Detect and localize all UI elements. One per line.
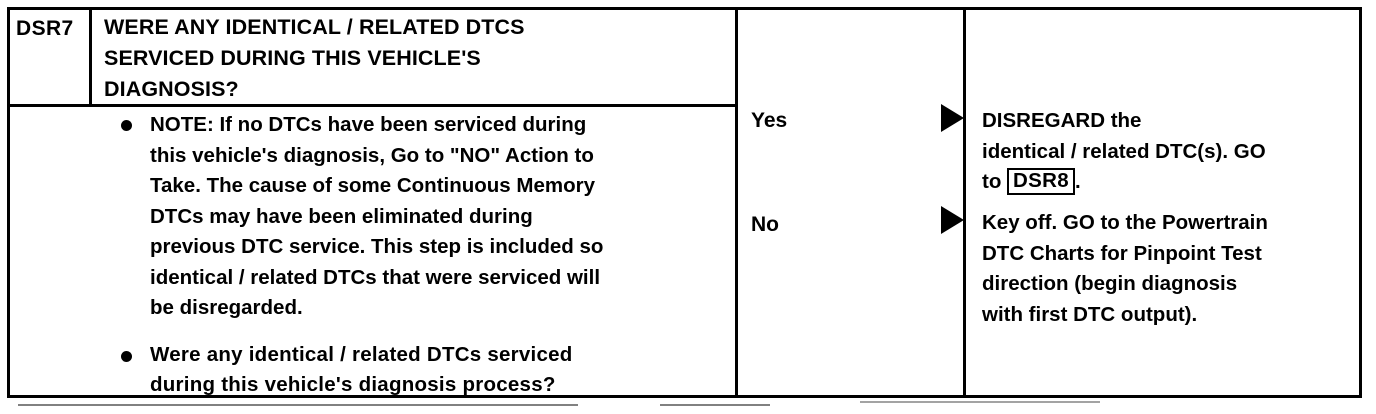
- action-line: Key off. GO to the Powertrain: [982, 211, 1268, 234]
- bullet-icon: [121, 120, 132, 131]
- note-line: be disregarded.: [150, 296, 303, 319]
- step-reference-dsr8[interactable]: DSR8: [1007, 168, 1075, 195]
- action-line-with-ref: to DSR8.: [982, 167, 1354, 198]
- row-divider-question: [7, 104, 736, 107]
- column-divider-step-id: [89, 7, 92, 105]
- scan-artifact: [860, 401, 1100, 403]
- answer-yes: Yes: [751, 109, 788, 132]
- note-line: NOTE: If no DTCs have been serviced duri…: [150, 113, 587, 136]
- step-id-label: DSR7: [16, 17, 74, 40]
- list-item: Were any identical / related DTCs servic…: [104, 340, 732, 401]
- action-line: with first DTC output).: [982, 302, 1198, 326]
- note-line: previous DTC service. This step is inclu…: [150, 235, 604, 258]
- question-line-2: SERVICED DURING THIS VEHICLE'S: [104, 46, 481, 70]
- scan-artifact: [18, 404, 578, 406]
- table-border: [7, 7, 1362, 398]
- bullet-icon: [121, 350, 132, 362]
- note-line: during this vehicle's diagnosis process?: [150, 373, 556, 396]
- action-line: DTC Charts for Pinpoint Test: [982, 241, 1262, 265]
- question-line-1: WERE ANY IDENTICAL / RELATED DTCS: [104, 15, 525, 39]
- notes-list: NOTE: If no DTCs have been serviced duri…: [104, 110, 732, 411]
- right-triangle-icon: [941, 206, 964, 234]
- action-line: DISREGARD the: [982, 109, 1142, 132]
- list-item: NOTE: If no DTCs have been serviced duri…: [104, 110, 732, 324]
- action-line: direction (begin diagnosis: [982, 272, 1238, 295]
- action-ref-suffix: .: [1074, 170, 1081, 193]
- action-line: identical / related DTC(s). GO: [982, 139, 1266, 163]
- column-divider-answer: [735, 7, 738, 398]
- answer-no: No: [751, 213, 779, 236]
- scan-artifact: [660, 404, 770, 406]
- note-line: DTCs may have been eliminated during: [150, 204, 533, 228]
- right-triangle-icon: [941, 104, 964, 132]
- note-line: Were any identical / related DTCs servic…: [150, 342, 573, 366]
- note-line: this vehicle's diagnosis, Go to "NO" Act…: [150, 143, 594, 167]
- action-yes: DISREGARD the identical / related DTC(s)…: [982, 106, 1354, 198]
- note-line: identical / related DTCs that were servi…: [150, 265, 601, 289]
- action-no: Key off. GO to the Powertrain DTC Charts…: [982, 208, 1354, 330]
- action-ref-prefix: to: [982, 170, 1008, 193]
- step-question: WERE ANY IDENTICAL / RELATED DTCS SERVIC…: [104, 12, 724, 105]
- question-line-3: DIAGNOSIS?: [104, 77, 239, 101]
- note-line: Take. The cause of some Continuous Memor…: [150, 174, 596, 197]
- column-divider-action: [963, 7, 966, 398]
